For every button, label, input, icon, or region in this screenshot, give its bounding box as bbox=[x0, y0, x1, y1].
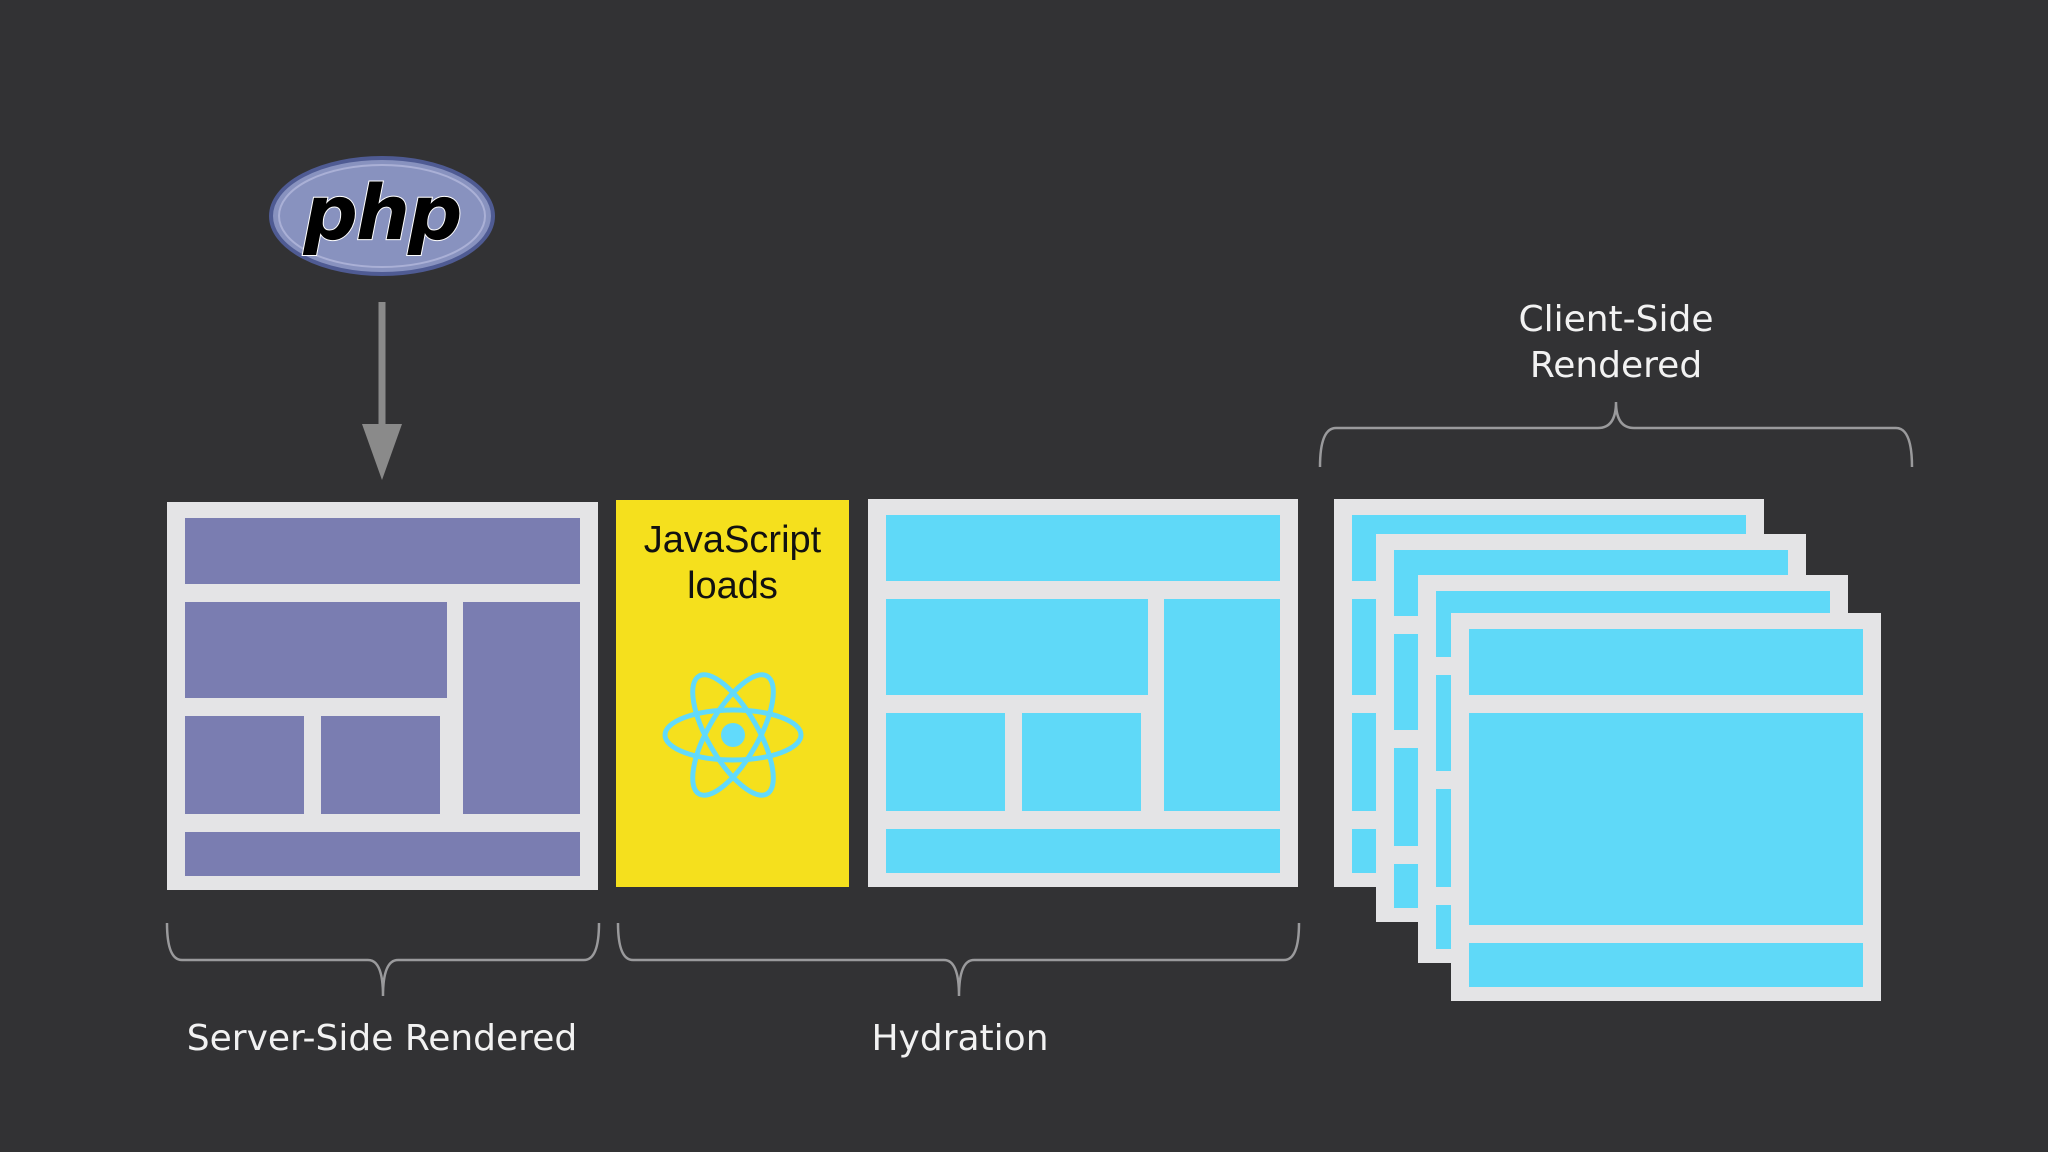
server-side-brace bbox=[165, 922, 601, 997]
page-sidebar-block bbox=[463, 602, 580, 814]
php-logo: php bbox=[268, 155, 496, 277]
hydration-label: Hydration bbox=[871, 1018, 1049, 1059]
client-side-label-line1: Client-Side bbox=[1518, 299, 1714, 340]
hydrated-page bbox=[868, 499, 1298, 887]
client-page-4 bbox=[1451, 613, 1881, 1001]
page-main-block bbox=[886, 599, 1148, 695]
php-logo-text: php bbox=[303, 168, 464, 257]
down-arrow-icon bbox=[362, 302, 402, 480]
page-main-block bbox=[1469, 713, 1863, 925]
client-side-brace bbox=[1318, 401, 1914, 468]
react-icon bbox=[662, 672, 804, 798]
page-card-block bbox=[1022, 713, 1141, 811]
page-card-block bbox=[185, 716, 304, 814]
page-header-block bbox=[185, 518, 580, 584]
page-footer-block bbox=[1469, 943, 1863, 987]
hydration-brace bbox=[616, 922, 1301, 997]
page-card-block bbox=[321, 716, 440, 814]
server-side-label: Server-Side Rendered bbox=[186, 1018, 578, 1059]
page-footer-block bbox=[185, 832, 580, 876]
page-main-block bbox=[185, 602, 447, 698]
page-header-block bbox=[1469, 629, 1863, 695]
page-card-block bbox=[886, 713, 1005, 811]
page-sidebar-block bbox=[1164, 599, 1280, 811]
javascript-label: JavaScript bbox=[643, 519, 822, 561]
server-rendered-page bbox=[167, 502, 598, 890]
page-header-block bbox=[886, 515, 1280, 581]
page-footer-block bbox=[886, 829, 1280, 873]
javascript-loads-panel: JavaScript loads bbox=[616, 500, 849, 887]
client-side-label-line2: Rendered bbox=[1529, 345, 1703, 386]
loads-label: loads bbox=[687, 565, 778, 607]
